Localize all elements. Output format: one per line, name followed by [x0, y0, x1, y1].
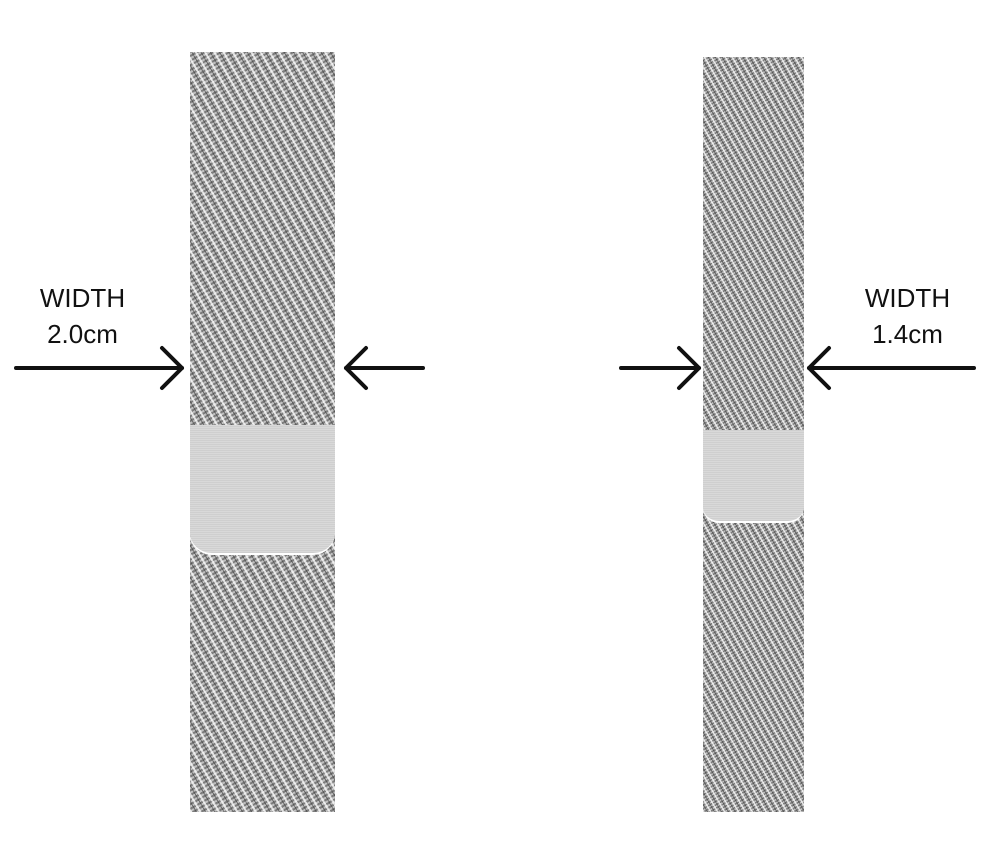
- left-width-label: WIDTH 2.0cm: [20, 280, 145, 352]
- right-width-title: WIDTH: [864, 283, 951, 313]
- right-width-label: WIDTH 1.4cm: [845, 280, 970, 352]
- arrow-left-icon: [807, 346, 976, 390]
- wide-band-clasp: [190, 425, 335, 555]
- arrow-right-icon: [619, 346, 701, 390]
- arrow-left-icon: [344, 346, 425, 390]
- left-width-value: 2.0cm: [47, 319, 118, 349]
- left-width-title: WIDTH: [39, 283, 126, 313]
- arrow-right-icon: [14, 346, 184, 390]
- narrow-band-clasp: [703, 430, 804, 523]
- right-width-value: 1.4cm: [872, 319, 943, 349]
